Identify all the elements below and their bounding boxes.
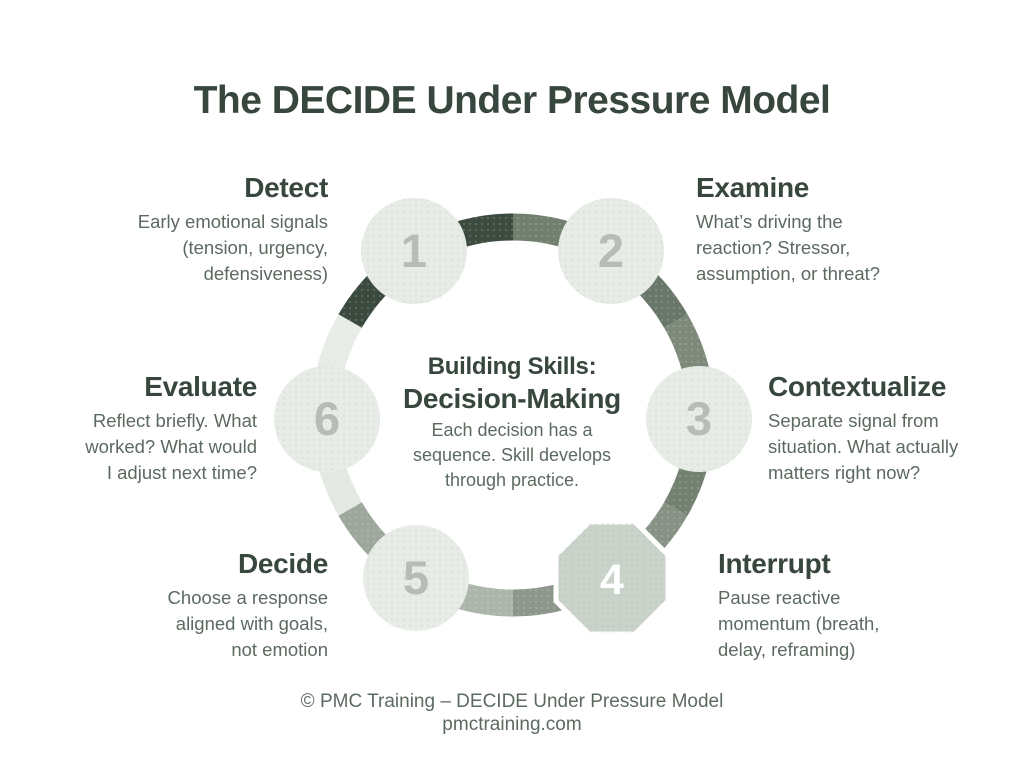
node-number-3: 3 bbox=[686, 392, 712, 445]
node-text-examine: Examine What’s driving the reaction? Str… bbox=[696, 172, 936, 287]
node-description-interrupt: Pause reactive momentum (breath, delay, … bbox=[718, 587, 880, 660]
node-label-contextualize: Contextualize bbox=[768, 371, 947, 402]
node-5-circle bbox=[363, 525, 469, 631]
node-label-decide: Decide bbox=[237, 548, 328, 579]
node-number-5: 5 bbox=[403, 551, 429, 604]
node-description-examine: What’s driving the reaction? Stressor, a… bbox=[696, 211, 881, 284]
footer-copyright: © PMC Training – DECIDE Under Pressure M… bbox=[300, 691, 724, 712]
center-title-line1: Building Skills: bbox=[427, 353, 597, 380]
node-3-circle bbox=[646, 366, 752, 472]
node-number-6: 6 bbox=[314, 392, 340, 445]
node-number-1: 1 bbox=[401, 224, 427, 277]
node-4-octagon bbox=[553, 519, 671, 637]
page-title: The DECIDE Under Pressure Model bbox=[193, 79, 831, 122]
node-description-detect: Early emotional signals (tension, urgenc… bbox=[137, 211, 328, 284]
node-description-contextualize: Separate signal from situation. What act… bbox=[768, 410, 959, 483]
node-text-evaluate: Evaluate Reflect briefly. What worked? W… bbox=[17, 371, 257, 486]
node-label-interrupt: Interrupt bbox=[718, 548, 831, 579]
center-description: Each decision has a sequence. Skill deve… bbox=[412, 420, 612, 490]
center-text: Building Skills: Decision-Making Each de… bbox=[362, 352, 662, 493]
node-text-interrupt: Interrupt Pause reactive momentum (breat… bbox=[718, 548, 958, 663]
node-text-decide: Decide Choose a response aligned with go… bbox=[88, 548, 329, 663]
node-description-evaluate: Reflect briefly. What worked? What would… bbox=[85, 410, 257, 483]
footer-website: pmctraining.com bbox=[442, 714, 582, 735]
node-description-decide: Choose a response aligned with goals, no… bbox=[167, 587, 328, 660]
node-text-contextualize: Contextualize Separate signal from situa… bbox=[768, 371, 1008, 486]
center-title-line2: Decision-Making bbox=[403, 383, 621, 414]
node-number-2: 2 bbox=[598, 224, 624, 277]
node-label-evaluate: Evaluate bbox=[144, 371, 257, 402]
node-text-detect: Detect Early emotional signals (tension,… bbox=[68, 172, 329, 287]
node-label-examine: Examine bbox=[696, 172, 810, 203]
footer: © PMC Training – DECIDE Under Pressure M… bbox=[0, 690, 1024, 736]
node-2-circle bbox=[558, 198, 664, 304]
node-6-circle bbox=[274, 366, 380, 472]
node-number-4: 4 bbox=[600, 556, 624, 604]
node-label-detect: Detect bbox=[244, 172, 328, 203]
node-1-circle bbox=[361, 198, 467, 304]
